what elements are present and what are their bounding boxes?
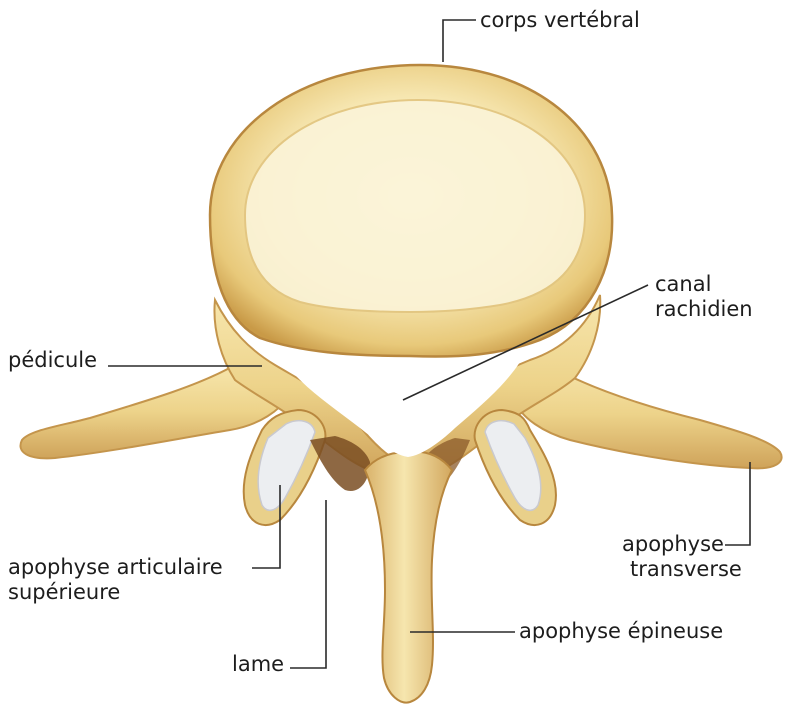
leader-lame [290, 500, 326, 668]
leader-corps-vertebral [443, 20, 476, 62]
label-pedicule: pédicule [8, 348, 97, 373]
label-apophyse-transverse: apophyse transverse [622, 532, 742, 582]
label-canal-line1: canal [655, 272, 753, 297]
label-apo-trans-line1: apophyse [622, 532, 742, 557]
vertebral-body-surface [245, 100, 585, 312]
label-corps-vertebral: corps vertébral [480, 8, 640, 33]
label-lame: lame [232, 652, 284, 677]
label-apo-art-line2: supérieure [8, 580, 223, 605]
label-canal-rachidien: canal rachidien [655, 272, 753, 322]
label-apophyse-articulaire-superieure: apophyse articulaire supérieure [8, 555, 223, 605]
label-apophyse-epineuse: apophyse épineuse [519, 619, 723, 644]
label-canal-line2: rachidien [655, 297, 753, 322]
label-apo-art-line1: apophyse articulaire [8, 555, 223, 580]
spinous-process [365, 452, 452, 703]
label-apo-trans-line2: transverse [630, 557, 742, 582]
